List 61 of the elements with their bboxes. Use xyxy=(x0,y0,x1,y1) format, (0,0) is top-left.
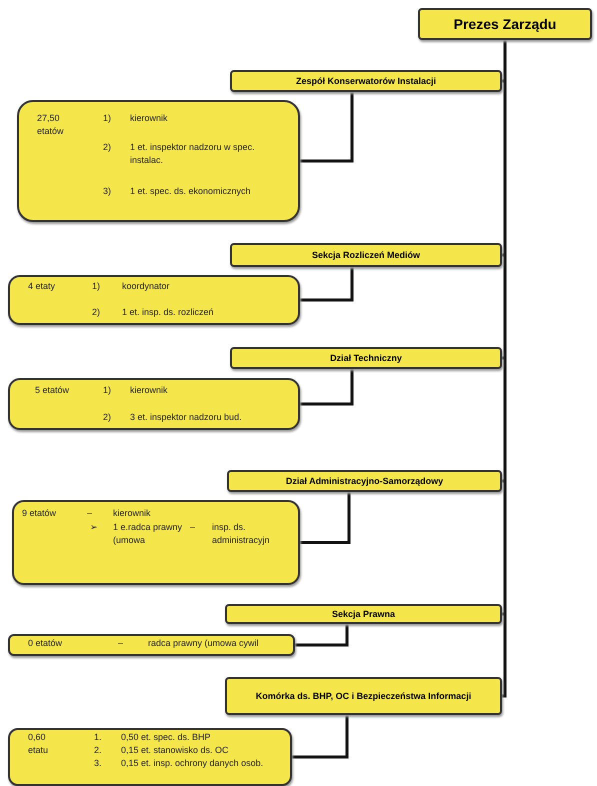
position-text: 1 et. inspektor nadzoru w spec. instalac. xyxy=(130,141,256,167)
list-number: 2. xyxy=(94,744,103,757)
list-number: 2) xyxy=(92,306,102,319)
position-text: 1 et. spec. ds. ekonomicznych xyxy=(130,185,252,198)
unit-title: Dział Administracyjno-Samorządowy xyxy=(286,475,444,487)
position-text: radca prawny (umowa cywil xyxy=(148,637,260,650)
position-text: kierownik xyxy=(113,507,152,520)
list-marker: – xyxy=(87,507,94,520)
connector-line xyxy=(295,624,348,646)
unit-box xyxy=(418,8,592,40)
list-number: 1. xyxy=(94,731,103,744)
unit-title: Dział Techniczny xyxy=(330,352,402,364)
unit-box xyxy=(225,604,502,624)
unit-box xyxy=(225,677,502,715)
connector-line xyxy=(300,267,354,302)
staff-count: 9 etatów xyxy=(22,507,57,520)
position-text: 3 et. inspektor nadzoru bud. xyxy=(130,411,243,424)
position-text: koordynator xyxy=(122,280,171,293)
position-text: kierownik xyxy=(130,384,169,397)
list-number: 3) xyxy=(103,185,112,198)
position-text: 1 e.radca prawny (umowa xyxy=(113,521,183,547)
unit-title: Sekcja Prawna xyxy=(332,608,396,620)
unit-box xyxy=(230,243,502,267)
unit-box xyxy=(230,347,502,369)
staff-box xyxy=(8,378,300,430)
connector-line xyxy=(300,92,354,162)
position-text: insp. ds. administracyjn xyxy=(212,521,271,547)
position-text: kierownik xyxy=(130,112,169,125)
list-marker: – xyxy=(190,521,196,534)
unit-box xyxy=(230,70,502,92)
connector-line xyxy=(300,369,354,406)
position-text: 1 et. insp. ds. rozliczeń xyxy=(122,306,215,319)
list-number: 1) xyxy=(92,280,102,293)
unit-title: Komórka ds. BHP, OC i Bezpieczeństwa Informacji xyxy=(256,690,472,702)
staff-count: 4 etaty xyxy=(28,280,56,293)
staff-count: 5 etatów xyxy=(35,384,70,397)
staff-count: 0,60 etatu xyxy=(28,731,50,757)
staff-box xyxy=(8,275,300,325)
list-number: 2) xyxy=(103,141,112,154)
position-text: 0,15 et. stanowisko ds. OC xyxy=(121,744,230,757)
unit-title: Zespół Konserwatorów Instalacji xyxy=(296,75,436,87)
list-number: 1) xyxy=(103,112,112,125)
list-number: 3. xyxy=(94,757,103,770)
staff-box xyxy=(12,500,300,585)
position-text: 0,15 et. insp. ochrony danych osob. xyxy=(121,757,264,770)
unit-box xyxy=(227,470,502,492)
staff-box xyxy=(8,728,292,786)
connector-line xyxy=(292,715,348,758)
position-text: 0,50 et. spec. ds. BHP xyxy=(121,731,212,744)
staff-count: 0 etatów xyxy=(28,637,64,650)
list-number: 1) xyxy=(103,384,112,397)
connector-line xyxy=(300,492,350,544)
unit-title: Prezes Zarządu xyxy=(454,18,556,30)
list-marker: – xyxy=(118,637,124,650)
list-number: 2) xyxy=(103,411,112,424)
unit-title: Sekcja Rozliczeń Mediów xyxy=(312,249,420,261)
staff-box xyxy=(17,100,300,222)
staff-count: 27,50 etatów xyxy=(37,112,65,138)
staff-box xyxy=(8,634,295,656)
list-marker: ➢ xyxy=(90,521,99,534)
connector-line xyxy=(502,40,506,82)
